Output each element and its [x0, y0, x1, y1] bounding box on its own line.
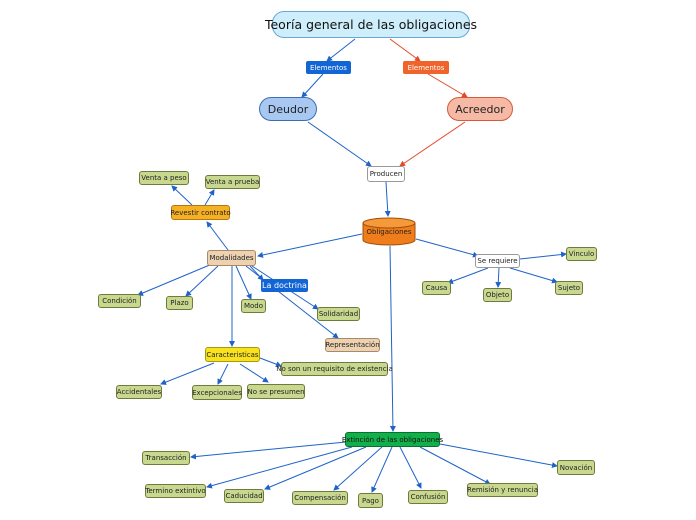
- link-se-requiere-vinculo: [519, 251, 567, 260]
- objeto-node[interactable]: Objeto: [483, 288, 512, 302]
- link-caracteristicas-excepcionales: [217, 363, 229, 385]
- venta-prueba-node[interactable]: Venta a prueba: [205, 175, 260, 189]
- elementos-tag-left[interactable]: Elementos: [306, 61, 351, 74]
- obligaciones-cylinder[interactable]: [362, 217, 416, 246]
- modalidades-node[interactable]: Modalidades: [207, 250, 256, 266]
- modo-node[interactable]: Modo: [241, 299, 266, 313]
- link-se-requiere-causa: [447, 267, 489, 285]
- compensacion-node[interactable]: Compensación: [292, 491, 348, 505]
- link-extincion-termino: [206, 446, 353, 489]
- link-modalidades-condicion: [137, 263, 213, 296]
- link-caracteristicas-accidentales: [160, 362, 215, 385]
- termino-extintivo-node[interactable]: Termino extintivo: [145, 484, 206, 498]
- link-extincion-pago: [371, 446, 393, 493]
- link-modalidades-revestir: [206, 221, 229, 251]
- acreedor-node[interactable]: Acreedor: [447, 97, 513, 121]
- plazo-node[interactable]: Plazo: [166, 296, 193, 310]
- se-requiere-node[interactable]: Se requiere: [475, 254, 520, 268]
- link-modalidades-representacion: [245, 265, 339, 339]
- producen-node[interactable]: Producen: [367, 166, 405, 182]
- confusion-node[interactable]: Confusión: [408, 490, 448, 504]
- link-se-requiere-objeto: [495, 267, 502, 288]
- caracteristicas-node[interactable]: Caracteristicas: [205, 347, 260, 362]
- venta-peso-node[interactable]: Venta a peso: [139, 171, 189, 185]
- pago-node[interactable]: Pago: [358, 493, 383, 508]
- link-title-elementos-right: [389, 38, 421, 62]
- no-requisito-node[interactable]: No son un requisito de existencia: [276, 362, 393, 376]
- novacion-node[interactable]: Novación: [557, 460, 595, 475]
- deudor-node[interactable]: Deudor: [259, 97, 317, 121]
- representacion-node[interactable]: Representación: [325, 338, 380, 352]
- link-revestir-venta-peso: [171, 185, 193, 206]
- extincion-node[interactable]: Extinción de las obligaciones: [342, 432, 443, 447]
- link-extincion-confusion: [399, 446, 422, 489]
- link-caracteristicas-no-requisito: [259, 357, 282, 368]
- obligaciones-label: Obligaciones: [366, 228, 412, 236]
- link-revestir-venta-prueba: [204, 189, 215, 206]
- link-obligaciones-extincion: [389, 245, 396, 432]
- link-modalidades-modo: [235, 265, 252, 300]
- link-obligaciones-modalidades: [257, 233, 363, 258]
- link-producen-obligaciones: [384, 181, 391, 217]
- link-extincion-transaccion: [190, 441, 347, 460]
- link-deudor-producen: [307, 121, 372, 167]
- vinculo-node[interactable]: Vinculo: [566, 247, 597, 261]
- link-se-requiere-sujeto: [509, 267, 558, 284]
- link-acreedor-producen: [399, 121, 466, 167]
- sujeto-node[interactable]: Sujeto: [555, 281, 583, 295]
- la-doctrina-node[interactable]: La doctrina: [261, 279, 308, 292]
- link-extincion-caducidad: [264, 446, 367, 490]
- link-extincion-compensacion: [333, 446, 383, 491]
- accidentales-node[interactable]: Accidentales: [116, 385, 162, 399]
- link-elementos-acreedor: [427, 73, 468, 98]
- link-obligaciones-se-requiere: [415, 238, 479, 258]
- link-caracteristicas-no-presumen: [239, 363, 269, 383]
- causa-node[interactable]: Causa: [422, 281, 451, 295]
- excepcionales-node[interactable]: Excepcionales: [192, 385, 242, 400]
- caducidad-node[interactable]: Caducidad: [224, 489, 264, 503]
- transaccion-node[interactable]: Transacción: [142, 451, 190, 465]
- revestir-contrato-node[interactable]: Revestir contrato: [170, 205, 231, 220]
- link-elementos-deudor: [301, 73, 324, 98]
- link-extincion-novacion: [439, 443, 558, 469]
- elementos-tag-right[interactable]: Elementos: [403, 61, 449, 74]
- link-modalidades-plazo: [185, 265, 219, 297]
- remision-renuncia-node[interactable]: Remisión y renuncia: [467, 483, 538, 497]
- condicion-node[interactable]: Condición: [98, 294, 141, 308]
- no-presumen-node[interactable]: No se presumen: [247, 384, 305, 399]
- link-extincion-remision: [419, 446, 491, 485]
- main-title[interactable]: Teoría general de las obligaciones: [265, 11, 477, 38]
- link-title-elementos-left: [326, 38, 356, 62]
- solidaridad-node[interactable]: Solidaridad: [317, 307, 360, 321]
